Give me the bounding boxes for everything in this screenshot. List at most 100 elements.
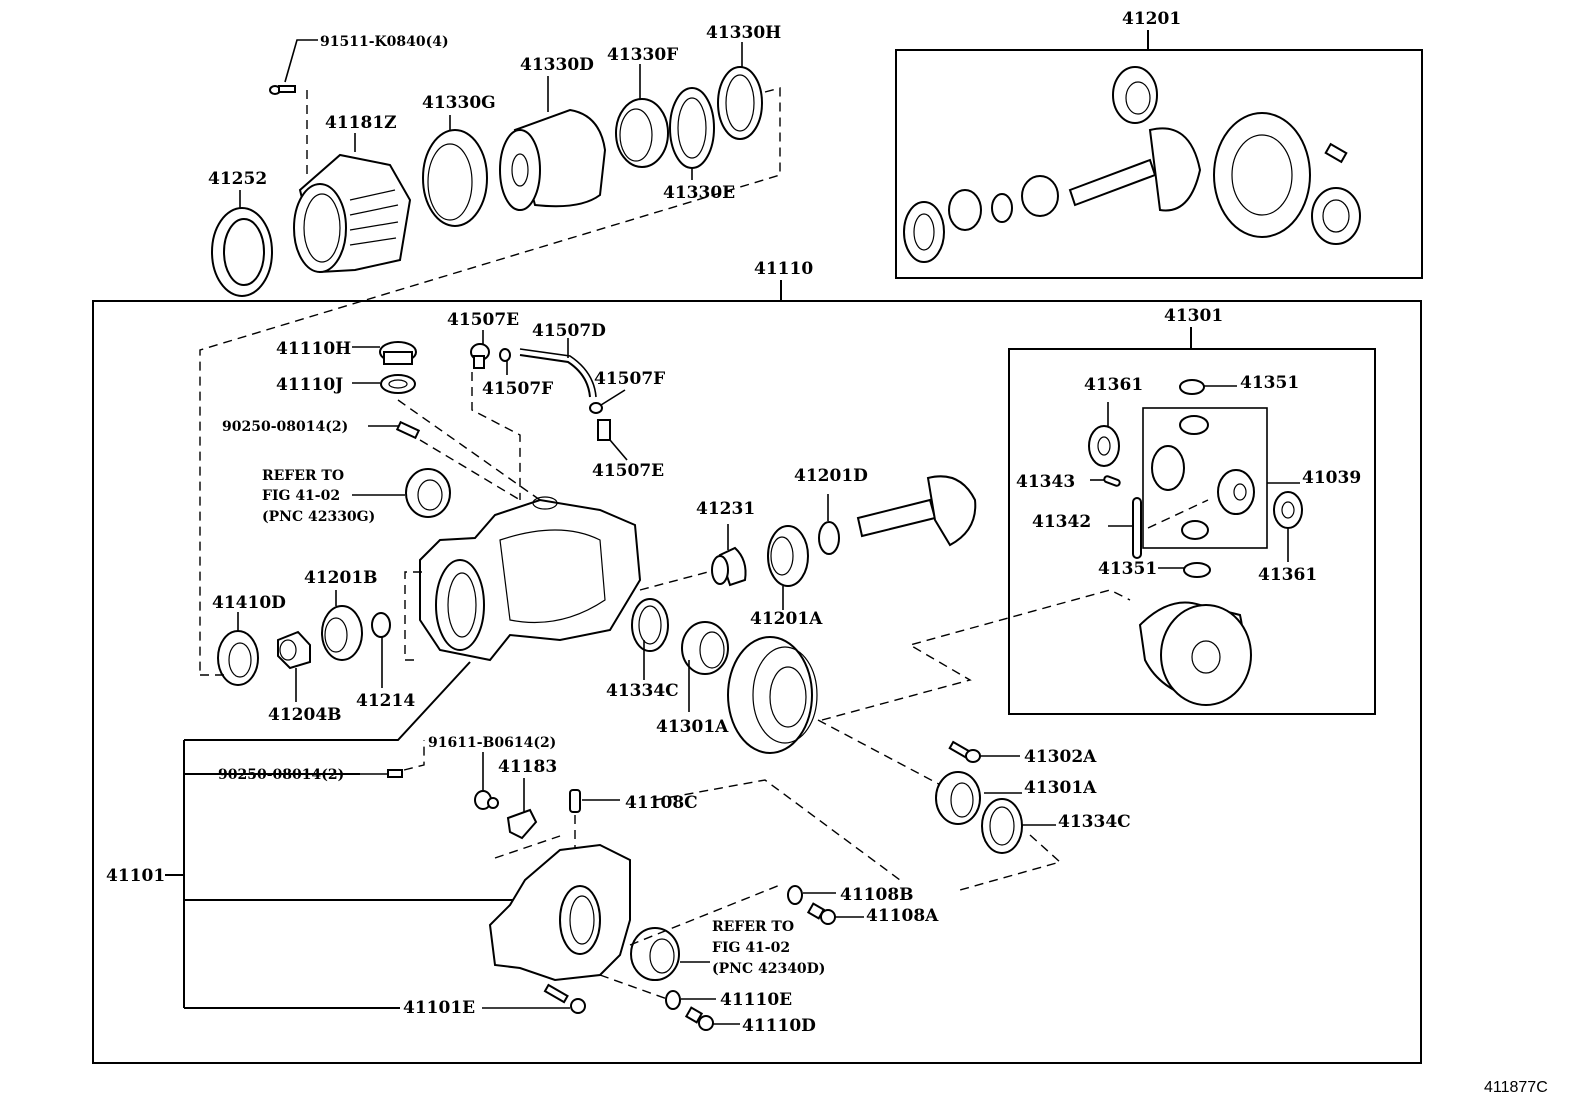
spacer-41231 (711, 524, 747, 587)
label-41334C-left: 41334C (606, 681, 679, 701)
pin-90250-top (368, 420, 521, 501)
label-41507F-left: 41507F (482, 379, 553, 399)
label-41110J: 41110J (276, 375, 343, 395)
ring-41330H (717, 42, 763, 140)
fitting-41507E-bottom (597, 419, 628, 461)
label-41252: 41252 (208, 169, 267, 189)
label-41301A-right: 41301A (1024, 778, 1097, 798)
pinion-gear (856, 475, 977, 547)
label-41342: 41342 (1032, 512, 1091, 532)
housing-41181Z (293, 133, 412, 274)
plate-41183 (506, 778, 538, 840)
label-41110H: 41110H (276, 339, 351, 359)
plug-41110H (352, 341, 417, 365)
plug-41108C (569, 789, 620, 850)
plug-41110D (684, 1006, 740, 1031)
label-41101E: 41101E (403, 998, 475, 1018)
label-41507E-bottom: 41507E (592, 461, 664, 481)
bearing-41301A-left (681, 621, 729, 712)
pin-90250-bottom (360, 740, 425, 778)
label-41330E: 41330E (663, 183, 735, 203)
seal-41334C-right (981, 798, 1056, 854)
label-90250-bottom: 90250-08014(2) (218, 767, 344, 783)
bolt-41101E (482, 983, 586, 1014)
seal-41330G (422, 115, 488, 227)
label-41181Z: 41181Z (325, 113, 397, 133)
label-41108B: 41108B (840, 885, 914, 905)
seal-41410D (217, 612, 259, 686)
pinion-set-41039 (1147, 415, 1300, 540)
label-41361-top: 41361 (1084, 375, 1143, 395)
washer-41351-top (1179, 379, 1237, 395)
label-41039: 41039 (1302, 468, 1361, 488)
refer-note-1-line2: FIG 41-02 (262, 488, 340, 504)
label-41201B: 41201B (304, 568, 378, 588)
label-41301A-left: 41301A (656, 717, 729, 737)
bearing-41201B (321, 590, 363, 661)
frame-41039 (1142, 407, 1268, 549)
pin-41343 (1090, 475, 1121, 487)
group-label-41101: 41101 (106, 866, 165, 886)
label-41330D: 41330D (520, 55, 594, 75)
label-41183: 41183 (498, 757, 557, 777)
label-41214: 41214 (356, 691, 415, 711)
frame-41110 (92, 300, 1422, 1064)
seal-41334C-left (631, 598, 669, 680)
seal-42330G-ref (405, 468, 451, 518)
bolt-41302A (948, 740, 1020, 763)
label-41108C: 41108C (625, 793, 698, 813)
label-41302A: 41302A (1024, 747, 1097, 767)
label-41201A: 41201A (750, 609, 823, 629)
label-41351-bottom: 41351 (1098, 559, 1157, 579)
label-41330H: 41330H (706, 23, 781, 43)
label-41507E-top: 41507E (447, 310, 519, 330)
plug-41108A (806, 902, 864, 925)
nut-41204B (277, 630, 311, 702)
bearing-41201A (767, 525, 809, 610)
figure-id: 411877C (1484, 1079, 1548, 1096)
label-41110E: 41110E (720, 990, 792, 1010)
gasket-41110J (352, 374, 416, 394)
refer-note-1-line1: REFER TO (262, 468, 344, 484)
seal-41252 (211, 190, 273, 297)
label-91511: 91511-K0840(4) (320, 34, 449, 50)
bearing-41301A-right (935, 771, 1022, 825)
label-41330F: 41330F (607, 45, 678, 65)
washer-41351-bottom (1158, 562, 1211, 578)
spacer-41214 (371, 612, 391, 688)
assembly-41201-parts (903, 66, 1361, 263)
refer-note-2-line1: REFER TO (712, 919, 794, 935)
sleeve-41330D (499, 76, 607, 211)
clamp-41507F-right (589, 389, 626, 414)
gasket-41108B (787, 885, 836, 905)
spacer-41201D (818, 494, 840, 555)
label-41351-top: 41351 (1240, 373, 1299, 393)
hose-41507D (519, 338, 597, 398)
group-label-41110: 41110 (754, 259, 813, 279)
label-41110D: 41110D (742, 1016, 816, 1036)
seal-42340D-ref (630, 927, 710, 981)
washer-41361-bottom (1273, 491, 1303, 562)
label-90250-top: 90250-08014(2) (222, 419, 348, 435)
housing-41101 (488, 843, 631, 982)
label-41201D: 41201D (794, 466, 868, 486)
shaft-41342 (1108, 497, 1142, 559)
refer-note-2-line2: FIG 41-02 (712, 940, 790, 956)
label-41330G: 41330G (422, 93, 496, 113)
clamp-41507F-left (499, 348, 511, 375)
label-41108A: 41108A (866, 906, 939, 926)
ring-gear (727, 636, 818, 754)
label-41343: 41343 (1016, 472, 1075, 492)
bolt-91511 (269, 39, 318, 175)
washer-41361-top (1088, 402, 1120, 467)
ring-41330E (669, 87, 715, 180)
label-91611: 91611-B0614(2) (428, 735, 556, 751)
group-label-41301: 41301 (1164, 306, 1223, 326)
housing-41110 (419, 496, 642, 662)
bolt-91611 (474, 752, 499, 810)
label-41507F-right: 41507F (594, 369, 665, 389)
label-41231: 41231 (696, 499, 755, 519)
label-41334C-right: 41334C (1058, 812, 1131, 832)
label-41204B: 41204B (268, 705, 342, 725)
